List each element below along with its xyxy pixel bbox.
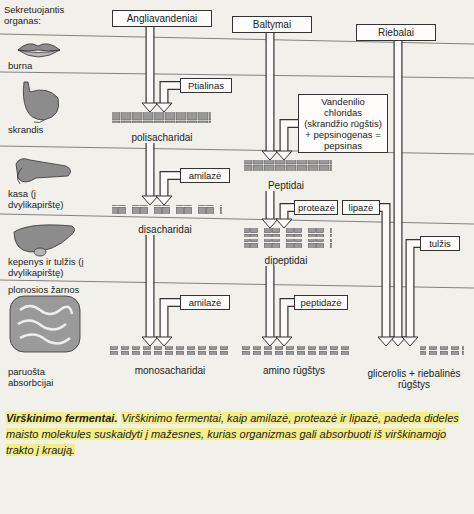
node-text: Ptialinas bbox=[184, 80, 228, 91]
nutrient-box: Baltymai bbox=[232, 16, 312, 33]
flow-arrow bbox=[262, 266, 278, 346]
row-separators bbox=[0, 34, 474, 288]
organ-label: kepenys ir tulžis (į dvylikapirštę) bbox=[8, 256, 100, 278]
dipeptide-squares bbox=[244, 228, 332, 237]
node-text: tulžis bbox=[424, 238, 456, 249]
liver-icon bbox=[14, 225, 75, 256]
node-text: amilazė bbox=[184, 170, 226, 181]
caption-title: Virškinimo fermentai. bbox=[6, 412, 117, 424]
flow-arrow bbox=[156, 176, 180, 206]
flow-arrow bbox=[276, 303, 294, 347]
flow-arrow bbox=[378, 208, 394, 347]
enzyme-box: lipazė bbox=[342, 200, 380, 215]
row-line bbox=[0, 146, 474, 154]
node-text: dipeptidai bbox=[265, 255, 308, 266]
node-text: amino rūgštys bbox=[263, 365, 325, 376]
disaccharide-squares bbox=[112, 205, 222, 214]
node-text: Riebalai bbox=[360, 27, 432, 38]
flow-arrow bbox=[276, 208, 294, 229]
node-text: peptidazė bbox=[298, 297, 344, 308]
amino-acid-squares bbox=[240, 346, 350, 355]
organ-label: burna bbox=[8, 60, 88, 71]
stomach-icon bbox=[23, 82, 58, 123]
row-line bbox=[0, 214, 474, 224]
node-text: disacharidai bbox=[138, 224, 191, 235]
flow-arrow bbox=[276, 124, 298, 161]
enzyme-box: proteazė bbox=[294, 200, 338, 215]
nutrient-box: Angliavandeniai bbox=[112, 10, 212, 27]
flow-arrow bbox=[262, 191, 278, 228]
node-text: Vandenilio chloridas (skrandžio rūgštis)… bbox=[302, 96, 384, 151]
node-text: Angliavandeniai bbox=[116, 13, 208, 24]
product-group: polisacharidai bbox=[108, 112, 216, 143]
flow-arrow bbox=[156, 86, 180, 113]
polysaccharide-squares bbox=[112, 112, 211, 123]
flow-arrow bbox=[142, 27, 158, 112]
flow-arrow bbox=[142, 235, 158, 346]
molecule-squares bbox=[110, 112, 464, 355]
enzyme-box: Ptialinas bbox=[180, 78, 232, 93]
product-group: amino rūgštys bbox=[236, 346, 352, 376]
product-group: disacharidai bbox=[108, 205, 222, 235]
organ-label: plonosios žarnos bbox=[8, 284, 108, 295]
flow-arrow bbox=[156, 303, 180, 347]
node-text: amilazė bbox=[184, 297, 226, 308]
flow-arrow bbox=[390, 41, 406, 346]
monosaccharide-squares bbox=[110, 346, 231, 355]
flow-arrow bbox=[402, 244, 420, 347]
peptide-squares bbox=[244, 160, 332, 171]
flow-arrow bbox=[262, 33, 278, 160]
dipeptide-squares bbox=[244, 239, 332, 248]
node-text: Baltymai bbox=[236, 19, 308, 30]
nutrient-box: Riebalai bbox=[356, 24, 436, 41]
enzyme-box: peptidazė bbox=[294, 295, 348, 310]
organ-label: kasa (į dvylikapirštę) bbox=[8, 188, 88, 210]
organ-label: skrandis bbox=[8, 124, 88, 135]
enzyme-box: amilazė bbox=[180, 168, 230, 183]
fatty-acid-squares bbox=[420, 346, 464, 355]
product-group: dipeptidai bbox=[240, 228, 332, 266]
product-group: glicerolis + riebalinės rūgštys bbox=[358, 346, 470, 390]
node-text: proteazė bbox=[298, 202, 334, 213]
enzyme-box: Vandenilio chloridas (skrandžio rūgštis)… bbox=[298, 94, 388, 153]
node-text: lipazė bbox=[346, 202, 376, 213]
product-group: monosacharidai bbox=[108, 346, 232, 376]
intestine-icon bbox=[10, 296, 80, 352]
row-line bbox=[0, 72, 474, 78]
node-text: polisacharidai bbox=[131, 132, 192, 143]
mouth-icon bbox=[18, 44, 60, 57]
caption-block: Virškinimo fermentai.Virškinimo fermenta… bbox=[6, 410, 468, 458]
column-heading: Sekretuojantis organas: bbox=[4, 4, 94, 26]
organ-label: paruošta absorbcijai bbox=[8, 366, 88, 388]
node-text: Peptidai bbox=[268, 180, 304, 191]
node-text: glicerolis + riebalinės rūgštys bbox=[358, 368, 470, 390]
enzyme-box: amilazė bbox=[180, 295, 230, 310]
product-group: Peptidai bbox=[240, 160, 332, 191]
enzyme-box: tulžis bbox=[420, 236, 460, 251]
pancreas-icon bbox=[16, 159, 71, 184]
node-text: monosacharidai bbox=[135, 365, 206, 376]
